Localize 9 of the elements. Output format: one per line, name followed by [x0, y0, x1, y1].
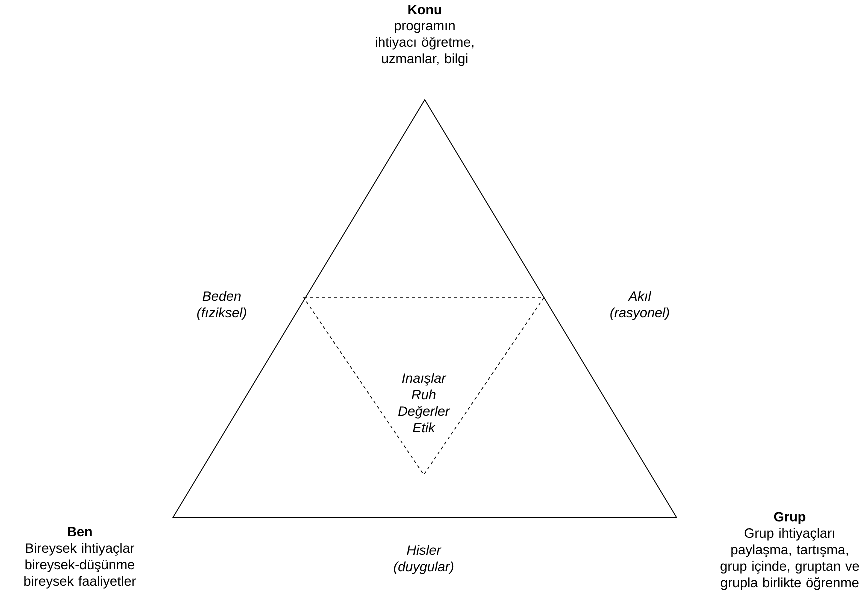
corner-text: Bireysek ihtiyaçlar bireysek-düşünme bireysek faaliyetler	[24, 543, 136, 589]
side-label: Hisler (duygular)	[394, 545, 454, 574]
corner-text: Grup ihtiyaçları paylaşma, tartışma, grup içinde, gruptan ve grupla birlikte öğrenme	[720, 528, 860, 590]
side-label: Akıl (rasyonel)	[610, 291, 670, 320]
heading: Ben	[68, 527, 92, 537]
heading: Grup	[774, 512, 806, 524]
side-label: Beden (fıziksel)	[198, 291, 246, 320]
heading: Konu	[408, 5, 442, 15]
corner-text: programın ihtiyacı öğretme, uzmanlar, bilgi	[376, 23, 474, 66]
